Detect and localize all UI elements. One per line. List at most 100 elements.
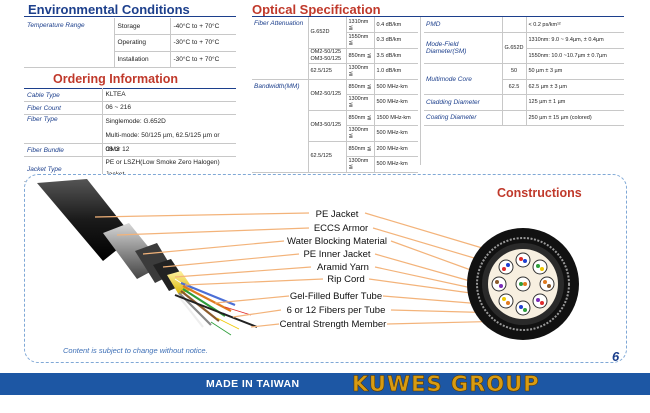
wavelength-text: 850nm	[348, 145, 366, 152]
fiber-strand-shape	[224, 306, 252, 316]
pmd-label: PMD	[424, 17, 503, 33]
table-row: 1550nm ≦ 0.3 dB/km	[252, 32, 418, 49]
cladding-sub	[502, 94, 527, 111]
fiber-strand-shape	[216, 317, 240, 330]
footer-bar	[0, 373, 650, 395]
leq-sign: ≦	[348, 24, 354, 31]
constructions-title: Constructions	[497, 186, 582, 200]
leq-sign: ≦	[366, 52, 372, 59]
coating-sub	[502, 110, 527, 126]
wavelength-text: 1550nm	[348, 34, 369, 41]
attenuation-value: 1.0 dB/km	[374, 63, 418, 80]
leq-sign: ≦	[348, 40, 354, 47]
fiber-dot	[540, 267, 544, 271]
multimode-core-label: Multimode Core	[424, 63, 503, 95]
leader-left	[142, 240, 285, 255]
bandwidth-value: 500 MHz-km	[374, 79, 418, 95]
table-row: 1550nm: 10.0 ~10.7µm ± 0.7µm	[424, 48, 624, 64]
leq-sign: ≦	[366, 114, 372, 121]
leader-right	[374, 266, 482, 291]
bandwidth-wavelength: 1300nm ≦	[346, 156, 375, 173]
table-row: Operating -30°C to + 70°C	[24, 34, 236, 52]
fiber-attenuation-label: Fiber Attenuation	[252, 17, 309, 80]
table-row: 62.5/125 1300nm ≦ 1.0 dB/km	[252, 63, 418, 80]
leq-sign: ≦	[348, 102, 354, 109]
disclaimer-text: Content is subject to change without not…	[63, 346, 208, 355]
fiber-type-multimode: Multi-mode: 50/125 µm, 62.5/125 µm or OM…	[105, 132, 220, 153]
bandwidth-wavelength: 850nm ≦	[346, 141, 375, 157]
leader-right	[374, 253, 478, 284]
attenuation-wavelength: 1310nm ≦	[346, 17, 375, 33]
environmental-divider	[24, 16, 236, 17]
fiber-type-singlemode: Singlemode: G.652D	[105, 118, 166, 125]
bandwidth-value: 1500 MHz-km	[374, 110, 418, 126]
table-row: Mode-Field Diameter(SM) G.652D 1310nm: 9…	[424, 32, 624, 64]
table-row: 62.5 62.5 µm ± 3 µm	[424, 79, 624, 95]
table-row: 62.5/125 850nm ≦ 200 MHz-km	[252, 141, 418, 173]
optical-right-table: PMD < 0.2 ps/km¹² Mode-Field Diameter(SM…	[424, 17, 624, 126]
optical-divider	[252, 16, 624, 17]
attenuation-fiber: 62.5/125	[308, 63, 347, 80]
table-row: Fiber Type Singlemode: G.652D Multi-mode…	[24, 114, 236, 153]
cable-cross-section	[467, 228, 579, 340]
bandwidth-wavelength: 1300nm ≦	[346, 94, 375, 111]
fiber-dot	[523, 259, 527, 263]
leader-right	[372, 227, 492, 264]
wavelength-text: 1300nm	[348, 65, 369, 72]
attenuation-wavelength: 850nm ≦	[346, 48, 375, 64]
cladding-value: 125 µm ± 1 µm	[526, 94, 624, 111]
fiber-count-label: Fiber Count	[24, 101, 103, 115]
leader-right	[368, 278, 486, 296]
pmd-sub	[502, 17, 527, 33]
table-row: Cable Type KLTEA	[24, 88, 236, 102]
bandwidth-wavelength: 1300nm ≦	[346, 125, 375, 142]
multimode-core-value-62: 62.5 µm ± 3 µm	[526, 79, 624, 95]
wavelength-text: 1310nm	[348, 18, 369, 25]
cross-section-tubes	[491, 252, 555, 316]
eccs-armor-label: ECCS Armor	[314, 223, 368, 234]
tube-shape	[515, 252, 531, 268]
fiber-dot	[519, 305, 523, 309]
table-row: Installation -30°C to + 70°C	[24, 51, 236, 68]
environmental-table: Temperature Range Storage -40°C to + 70°…	[24, 18, 236, 68]
fiber-dot	[543, 280, 547, 284]
environmental-title: Environmental Conditions	[28, 2, 190, 17]
attenuation-wavelength: 1300nm ≦	[346, 63, 375, 80]
wavelength-text: 850nm	[348, 83, 366, 90]
leader-left	[94, 212, 310, 218]
tube-shape	[498, 259, 514, 275]
rip-cord-label: Rip Cord	[327, 274, 365, 285]
leader-left	[184, 278, 324, 286]
installation-label: Installation	[114, 51, 171, 68]
cladding-label: Cladding Diameter	[424, 94, 503, 111]
temperature-range-label: Temperature Range	[24, 18, 115, 68]
multimode-core-sub-62: 62.5	[502, 79, 527, 95]
fiber-strand-shape	[210, 321, 232, 336]
fiber-type-label: Fiber Type	[24, 114, 103, 144]
table-row: OM2-50/125 OM3-50/125 850nm ≦ 3.5 dB/km	[252, 48, 418, 64]
tube-shape	[498, 293, 514, 309]
optical-column-divider	[420, 17, 421, 165]
mode-field-value-1310: 1310nm: 9.0 ~ 9.4µm, ± 0.4µm	[526, 32, 624, 49]
table-row: 1300nm ≦ 500 MHz-km	[252, 125, 418, 142]
optical-title: Optical Specification	[252, 2, 381, 17]
bandwidth-label-text: Bandwidth(MM)	[254, 82, 300, 90]
fiber-dot	[519, 257, 523, 261]
buffer-tube-label: Gel-Filled Buffer Tube	[290, 291, 382, 302]
operating-value: -30°C to + 70°C	[170, 34, 236, 52]
pe-jacket-label: PE Jacket	[316, 209, 359, 220]
buffer-tube-shape	[180, 290, 220, 322]
fiber-dot	[499, 284, 503, 288]
installation-value: -30°C to + 70°C	[170, 51, 236, 68]
leq-sign: ≦	[348, 133, 354, 140]
bandwidth-fiber: OM2-50/125	[308, 79, 347, 111]
bandwidth-wavelength: 850nm ≦	[346, 110, 375, 126]
mode-field-label: Mode-Field Diameter(SM)	[424, 32, 503, 64]
attenuation-wavelength: 1550nm ≦	[346, 32, 375, 49]
brand-logo: KUWES GROUP	[352, 372, 540, 397]
cable-type-value: KLTEA	[102, 88, 236, 102]
table-row: Temperature Range Storage -40°C to + 70°…	[24, 18, 236, 68]
tube-shape	[539, 276, 555, 292]
buffer-tubes	[176, 281, 236, 328]
storage-label: Storage	[114, 18, 171, 35]
